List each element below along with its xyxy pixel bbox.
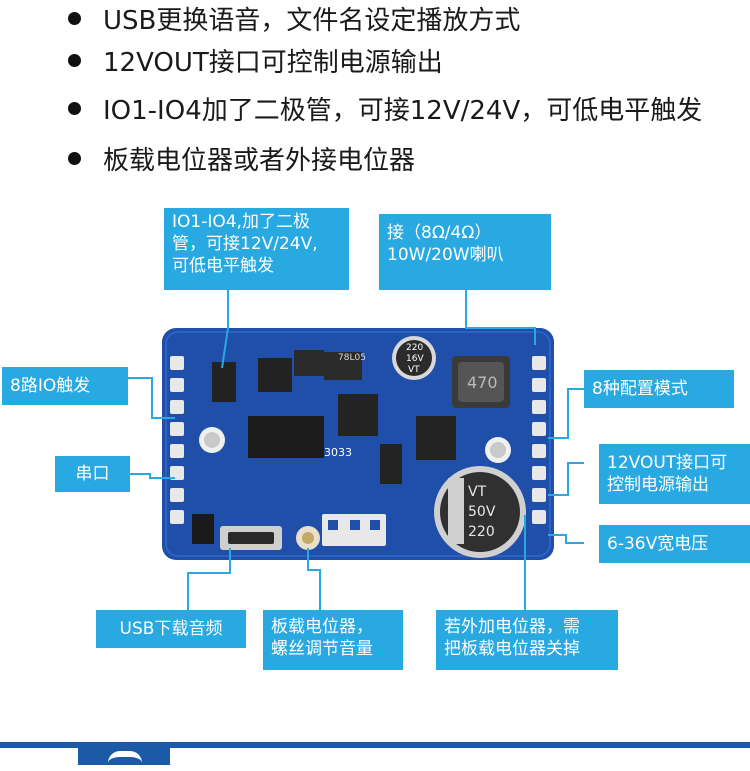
inductor-label: 470 bbox=[467, 373, 498, 392]
feature-item: IO1-IO4加了二极管，可接12V/24V，可低电平触发 bbox=[68, 90, 702, 127]
pcb-board-image: 3033 78L05 220 16V VT 470 VT 50V 220 bbox=[162, 328, 554, 560]
cap-large-line1: VT bbox=[468, 484, 487, 500]
callout-line: 板载电位器， bbox=[271, 617, 373, 637]
callout-line: 串口 bbox=[75, 464, 110, 484]
callout-line: 12VOUT接口可 bbox=[607, 453, 728, 473]
feature-text: IO1-IO4加了二极管，可接12V/24V，可低电平触发 bbox=[103, 96, 703, 126]
callout-voltage: 6-36V宽电压 bbox=[599, 525, 750, 563]
feature-text: 12VOUT接口可控制电源输出 bbox=[103, 48, 443, 78]
callout-usb: USB下载音频 bbox=[96, 610, 246, 648]
callout-speaker: 接（8Ω/4Ω） 10W/20W喇叭 bbox=[379, 214, 551, 290]
callout-vout: 12VOUT接口可 控制电源输出 bbox=[599, 444, 750, 504]
feature-text: USB更换语音，文件名设定播放方式 bbox=[103, 6, 521, 36]
chip-label: 3033 bbox=[324, 446, 352, 459]
cap-small-line3: VT bbox=[408, 365, 420, 375]
footer-tab-glyph bbox=[108, 751, 142, 771]
callout-line: 接（8Ω/4Ω） bbox=[387, 223, 492, 243]
callout-line: 8种配置模式 bbox=[592, 379, 688, 399]
bullet-icon bbox=[68, 102, 81, 115]
bullet-icon bbox=[68, 12, 81, 25]
callout-line: 可低电平触发 bbox=[172, 256, 274, 276]
cap-large-line2: 50V bbox=[468, 504, 496, 520]
cap-large-line3: 220 bbox=[468, 524, 495, 540]
regulator-label: 78L05 bbox=[338, 353, 366, 363]
callout-io8: 8路IO触发 bbox=[2, 367, 128, 405]
cap-small-line2: 16V bbox=[406, 354, 424, 364]
callout-serial: 串口 bbox=[55, 456, 130, 492]
callout-line: 6-36V宽电压 bbox=[607, 534, 709, 554]
footer-tab bbox=[78, 745, 170, 765]
callout-io-diodes: IO1-IO4,加了二极 管，可接12V/24V, 可低电平触发 bbox=[164, 208, 349, 290]
bullet-icon bbox=[68, 152, 81, 165]
feature-item: 12VOUT接口可控制电源输出 bbox=[68, 42, 443, 79]
cap-small-line1: 220 bbox=[406, 343, 423, 353]
callout-line: 10W/20W喇叭 bbox=[387, 245, 504, 265]
callout-ext-pot: 若外加电位器，需 把板载电位器关掉 bbox=[436, 610, 618, 670]
feature-text: 板载电位器或者外接电位器 bbox=[103, 146, 416, 176]
feature-item: 板载电位器或者外接电位器 bbox=[68, 140, 415, 177]
feature-item: USB更换语音，文件名设定播放方式 bbox=[68, 0, 520, 37]
callout-line: 管，可接12V/24V, bbox=[172, 234, 318, 254]
callout-line: USB下载音频 bbox=[119, 619, 223, 639]
callout-line: 控制电源输出 bbox=[607, 475, 709, 495]
callout-line: 若外加电位器，需 bbox=[444, 617, 580, 637]
callout-line: 螺丝调节音量 bbox=[271, 639, 373, 659]
callout-config: 8种配置模式 bbox=[584, 370, 734, 408]
callout-line: IO1-IO4,加了二极 bbox=[172, 212, 310, 232]
bullet-icon bbox=[68, 54, 81, 67]
callout-pot: 板载电位器， 螺丝调节音量 bbox=[263, 610, 403, 670]
footer-bar bbox=[0, 742, 750, 748]
callout-line: 8路IO触发 bbox=[10, 376, 91, 396]
callout-line: 把板载电位器关掉 bbox=[444, 639, 580, 659]
